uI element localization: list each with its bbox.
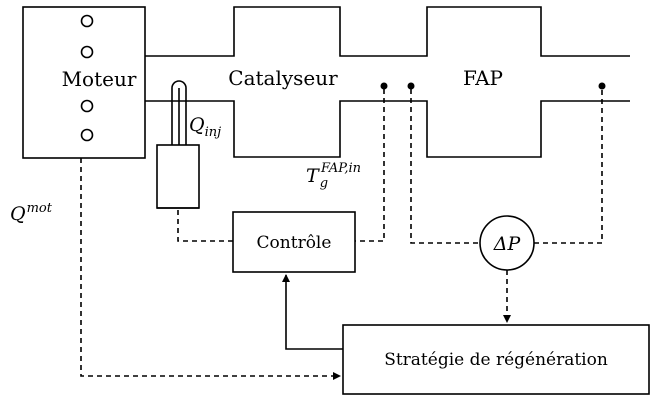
pressure-sensor-downstream bbox=[598, 82, 606, 90]
cylinder-4 bbox=[80, 128, 94, 142]
controller-label: Contrôle bbox=[257, 233, 332, 253]
q-mot-label: Qmot bbox=[10, 201, 53, 225]
delta-p-block: ΔP bbox=[479, 215, 535, 271]
catalyst-label: Catalyseur bbox=[228, 66, 338, 90]
qmot-to-strategy-arrow bbox=[80, 158, 341, 380]
dp-downstream-line bbox=[534, 89, 603, 244]
dpf-label: FAP bbox=[463, 66, 503, 90]
temperature-label: TgFAP,in bbox=[306, 161, 361, 191]
strategy-label: Stratégie de régénération bbox=[384, 350, 608, 370]
cylinder-2 bbox=[80, 45, 94, 59]
injector-command-line bbox=[177, 208, 233, 242]
engine-label: Moteur bbox=[62, 67, 137, 91]
temp-signal-line bbox=[355, 89, 385, 242]
delta-p-label: ΔP bbox=[493, 233, 522, 255]
engine-block: Moteur bbox=[22, 6, 146, 159]
cylinder-1 bbox=[80, 14, 94, 28]
strategy-block: Stratégie de régénération bbox=[342, 324, 650, 395]
dp-upstream-line bbox=[410, 89, 480, 244]
temperature-sensor bbox=[380, 82, 388, 90]
pressure-sensor-upstream bbox=[407, 82, 415, 90]
controller-block: Contrôle bbox=[232, 211, 356, 273]
fuel-injector bbox=[156, 80, 200, 209]
cylinder-3 bbox=[80, 99, 94, 113]
q-inj-label: Qinj bbox=[189, 114, 221, 140]
strategy-to-controller-arrow bbox=[282, 274, 343, 350]
